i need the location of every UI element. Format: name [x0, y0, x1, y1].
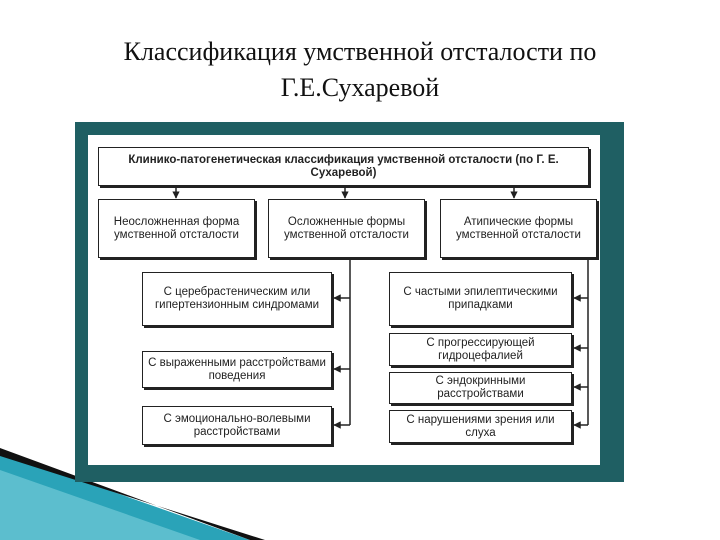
complicated-behavior-box: С выраженными расстройствами поведения: [142, 351, 332, 388]
form-uncomplicated-box: Неосложненная форма умственной отсталост…: [98, 199, 255, 258]
complicated-cerebrasthenic-box: С церебрастеническим или гипертензионным…: [142, 272, 332, 326]
slide-title-line1: Классификация умственной отсталости по: [123, 37, 597, 66]
form-complicated-box: Осложненные формы умственной отсталости: [268, 199, 425, 258]
atypical-hydrocephaly-box: С прогрессирующей гидроцефалией: [389, 333, 572, 366]
form-atypical-box: Атипические формы умственной отсталости: [440, 199, 597, 258]
slide-title-line2: Г.Е.Сухаревой: [280, 73, 440, 102]
atypical-vision-box: С нарушениями зрения или слуха: [389, 410, 572, 443]
slide-title: Классификация умственной отсталости по Г…: [60, 34, 660, 106]
root-classification-box: Клинико-патогенетическая классификация у…: [98, 147, 589, 186]
complicated-emotional-box: С эмоционально-волевыми расстройствами: [142, 406, 332, 445]
atypical-endocrine-box: С эндокринными расстройствами: [389, 372, 572, 404]
atypical-epileptic-box: С частыми эпилептическими припадками: [389, 272, 572, 326]
